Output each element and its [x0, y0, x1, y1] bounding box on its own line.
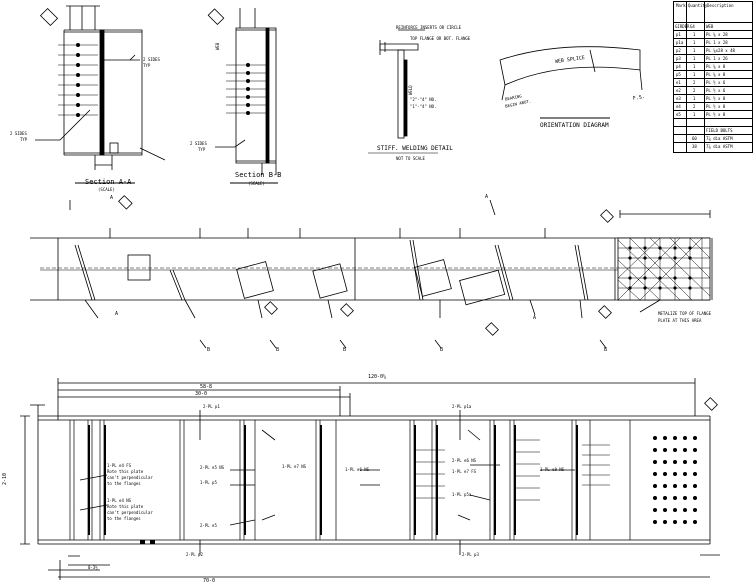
section-cut-a-bottom-2: A [533, 315, 537, 321]
stiffener-e4-fs-note-2: can't perpendicular [107, 475, 153, 480]
section-cut-b-2: B [276, 347, 280, 353]
top-elevation-view [30, 195, 713, 349]
plate-p1a-label: 2-PL p1a [452, 404, 472, 409]
section-a-view [35, 5, 166, 184]
section-cut-b-5: B [604, 347, 608, 353]
table-header-row: Mark Quantity Description [674, 2, 752, 13]
section-b-title: Section B-B [235, 171, 282, 179]
length-70-dim: 70-0 [203, 578, 216, 584]
section-cut-b-1: B [207, 347, 211, 353]
plate-p3-label: 2-PL p3 [462, 552, 479, 557]
metalize-note-2: PLATE AT THIS AREA [658, 318, 702, 323]
typ-label-a: TYP [143, 63, 151, 68]
stiffener-p5a-label: 1-PL p5a [452, 492, 472, 497]
weld-note-1: "2"-"4" NO. [410, 97, 437, 102]
length-58-dim: 58-8 [200, 384, 213, 390]
weld-vertical-label: WELD [408, 85, 413, 95]
top-flange-note: TOP FLANGE OR BOT. FLANGE [410, 36, 471, 41]
sides-label-b: 2 SIDES [190, 141, 207, 146]
table-header-mark: Mark [676, 3, 686, 8]
metalize-note-1: METALIZE TOP OF FLANGE [658, 311, 711, 316]
orientation-diagram [499, 46, 643, 119]
web-vertical-label: WEB [215, 42, 220, 50]
stiffener-p5-label: 1-PL p5 [200, 480, 217, 485]
total-length-dim: 120-0¼ [368, 374, 387, 380]
bottom-offset-dim: 0-3½ [88, 565, 98, 570]
stiffener-e6-ns-2-label: 2-PL e6 NS [452, 458, 477, 463]
section-cut-b-4: B [440, 347, 444, 353]
section-cut-a-top-2: A [485, 194, 489, 200]
stiffener-e6-ns-label: 1-PL e6 NS [345, 467, 370, 472]
stiffener-e4-ns-label: 1-PL e4 NS [107, 498, 132, 503]
stiffener-e4-fs-note-1: Rote this plate [107, 469, 144, 474]
section-a-scale: (SCALE) [98, 187, 115, 192]
sides-label-a: 2 SIDES [143, 57, 160, 62]
section-a-title: Section A-A [85, 178, 132, 186]
stiffener-e4-fs-note-3: to the flanges [107, 481, 141, 486]
section-cut-b-3: B [343, 347, 347, 353]
stiff-detail-title: STIFF. WELDING DETAIL [377, 145, 453, 152]
sides-label-a2: 2 SIDES [10, 131, 27, 136]
reinforce-note: REINFORCE INSERTS OR CIRCLE [396, 25, 462, 30]
section-b-scale: (SCALE) [248, 181, 265, 186]
stiffener-e4-ns-note-1: Rote this plate [107, 504, 144, 509]
table-header-description: Description [707, 3, 734, 8]
stiffener-e8-ns-label: 1-PL e8 NS [540, 467, 565, 472]
stiff-detail-scale: NOT TO SCALE [396, 156, 425, 161]
stiffener-e5-label: 2-PL e5 [200, 523, 217, 528]
plate-p2-label: 2-PL p2 [186, 552, 203, 557]
stiffener-e4-ns-note-2: can't perpendicular [107, 510, 153, 515]
section-cut-a-top: A [110, 195, 114, 201]
plate-p1-label: 2-PL p1 [203, 404, 220, 409]
stiffener-e7-ns-label: 1-PL e7 NS [282, 464, 307, 469]
orientation-title: ORIENTATION DIAGRAM [540, 122, 609, 129]
typ-label-a2: TYP [20, 137, 28, 142]
bottom-elevation-view [20, 378, 720, 580]
stiffener-e4-ns-note-3: to the flanges [107, 516, 141, 521]
height-dim: 2-10 [2, 472, 8, 485]
section-cut-a-bottom: A [115, 311, 119, 317]
table-header-quantity: Quantity [688, 3, 708, 8]
stiff-detail-view [368, 29, 438, 154]
section-b-view [207, 8, 278, 184]
stiffener-e5-ns-label: 2-PL e5 NS [200, 465, 225, 470]
table-row [674, 118, 752, 126]
stiffener-e7-fs-label: 1-PL e7 FS [452, 469, 477, 474]
length-30-dim: 30-0 [195, 391, 208, 397]
stiffener-e4-fs-label: 1-PL e4 FS [107, 463, 132, 468]
table-row: FIELD BOLTS [674, 126, 752, 134]
typ-label-b: TYP [198, 147, 206, 152]
weld-note-2: "1"-"4" NO. [410, 104, 437, 109]
